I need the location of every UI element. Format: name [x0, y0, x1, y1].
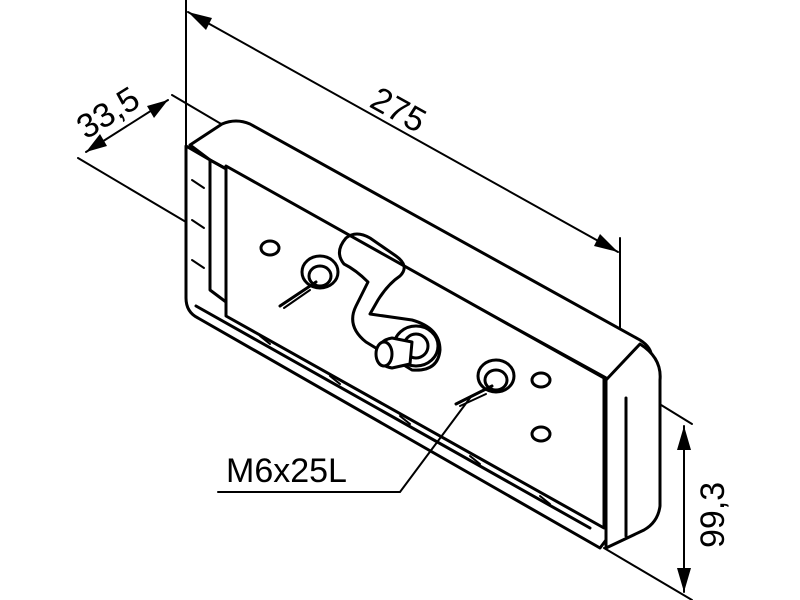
stud-left-bolt-edge [283, 289, 311, 309]
arrowhead-height-end [677, 568, 691, 592]
dimension-depth-label: 33,5 [70, 79, 146, 146]
stud-right-grommet-outer [476, 358, 516, 394]
stud-right [454, 358, 516, 407]
bolt-callout-leader [217, 397, 471, 493]
stud-left [278, 254, 340, 309]
hole-right-upper [530, 371, 552, 389]
extension-line-height-bottom [603, 547, 693, 600]
dimension-length-label: 275 [364, 80, 432, 141]
housing-right-end [604, 342, 662, 550]
bottom-wall-hatching [259, 335, 551, 505]
stud-left-grommet-inner [307, 264, 333, 288]
stud-left-grommet-outer [300, 254, 340, 290]
arrowhead-depth-start [86, 134, 107, 152]
inner-left-wall [208, 158, 228, 304]
hole-upper-left [259, 239, 281, 257]
hole-right-lower [530, 425, 552, 443]
stud-left-bolt [278, 280, 318, 308]
cable-channel [338, 232, 442, 372]
arrowhead-length-start [188, 12, 212, 30]
stud-right-grommet-inner [483, 368, 509, 392]
cable-channel-outline [338, 232, 442, 372]
arrowhead-height-start [677, 426, 691, 450]
arrowhead-length-end [594, 234, 618, 252]
left-wall-hatching [191, 179, 205, 269]
stud-right-bolt [454, 384, 494, 406]
extension-line-depth-front [77, 157, 187, 223]
bolt-callout: M6x25L [217, 397, 471, 493]
extension-line-depth-back [171, 94, 229, 129]
dimension-height-label: 99,3 [694, 482, 732, 548]
mounting-holes [259, 239, 552, 443]
bolt-callout-label: M6x25L [226, 452, 347, 490]
bottom-wall-inner-edge [194, 304, 592, 530]
arrowhead-depth-end [147, 100, 168, 118]
cable-stub-end [374, 340, 394, 368]
dimension-line-length [187, 11, 619, 253]
